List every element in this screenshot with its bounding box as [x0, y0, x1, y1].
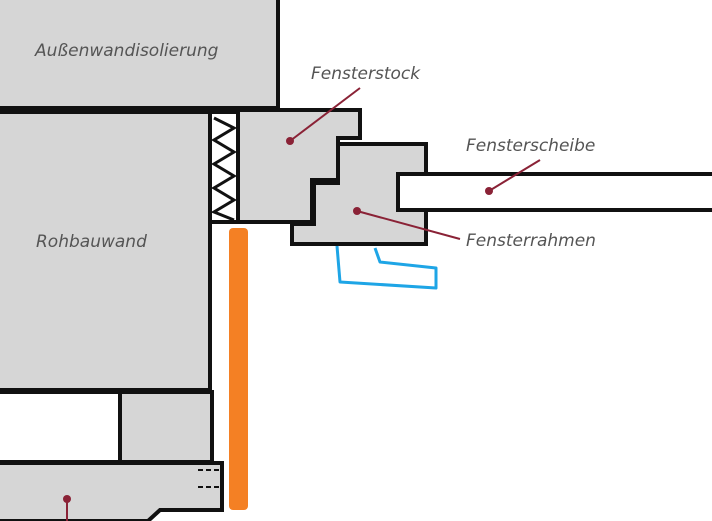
connection-joint-frame: [208, 110, 240, 224]
fensterstock-leader-line: [289, 87, 361, 142]
fensterrahmen-marker-dot: [353, 207, 361, 215]
connection-joint-zigzag: [210, 116, 238, 222]
external-insulation-block: [0, 0, 280, 110]
blue-highlight-outline: [335, 245, 438, 290]
label-fensterstock: Fensterstock: [311, 64, 421, 84]
fensterrahmen-leader-line: [356, 210, 461, 240]
label-fensterscheibe: Fensterscheibe: [466, 136, 595, 156]
fensterscheibe-marker-dot: [485, 187, 493, 195]
fensterstock-marker-dot: [286, 137, 294, 145]
orange-highlight-strip: [229, 228, 248, 510]
glass-pane: [396, 172, 712, 212]
label-rohbauwand: Rohbauwand: [36, 232, 147, 252]
fensterscheibe-leader-line: [488, 159, 541, 192]
label-aussenwandisolierung: Außenwandisolierung: [34, 41, 219, 61]
lower-wall-white-area: [0, 390, 122, 464]
shell-wall-block: [0, 110, 212, 392]
window-sill-slab: [0, 461, 224, 521]
label-fensterrahmen: Fensterrahmen: [466, 231, 596, 251]
lower-wall-block: [118, 390, 214, 464]
